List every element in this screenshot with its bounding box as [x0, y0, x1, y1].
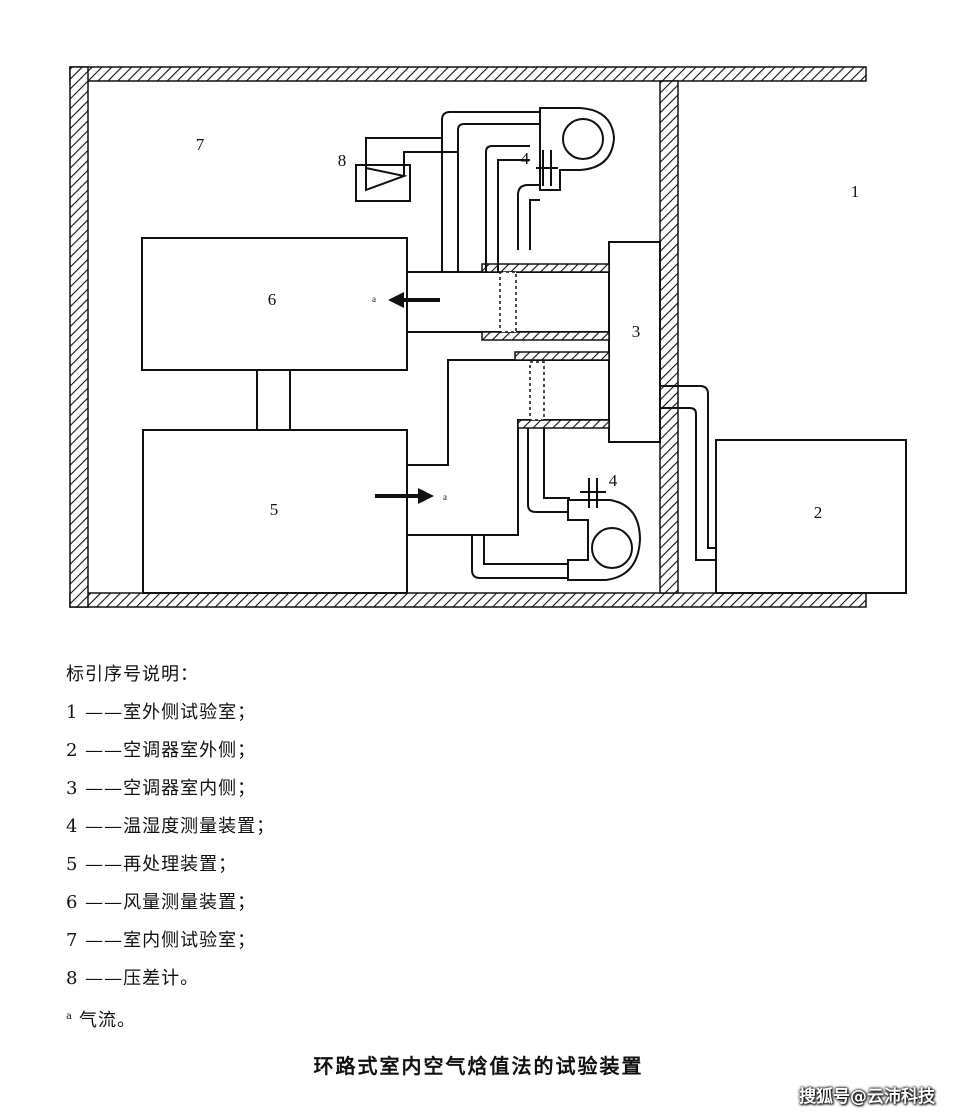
lower-sensor-icon — [580, 478, 606, 508]
legend-item-7: 7 ——室内侧试验室； — [66, 930, 257, 951]
upper-sampling-tubes — [441, 111, 540, 272]
wall-left — [69, 66, 89, 608]
manometer-icon — [355, 137, 458, 202]
label-reconditioning: 5 — [270, 500, 279, 519]
wall-bottom — [69, 592, 867, 608]
wall-top — [69, 66, 867, 82]
label-airflow-measurement: 6 — [268, 290, 277, 309]
lower-fan-icon — [567, 499, 642, 581]
test-apparatus-diagram: 7 1 8 4 6 3 4 5 2 a a — [69, 66, 907, 608]
legend-note-mark: a — [66, 1011, 73, 1022]
reconditioning-box — [142, 429, 408, 594]
label-outdoor-room: 1 — [851, 182, 860, 201]
legend-note-text: 气流。 — [78, 1010, 136, 1031]
airflow-arrow-top — [388, 292, 440, 308]
legend-item-8: 8 ——压差计。 — [66, 968, 200, 989]
upper-duct-insulation-top — [481, 263, 610, 273]
airflow-measurement-box — [141, 237, 408, 371]
lower-duct-insulation-top — [514, 351, 610, 361]
lower-duct-insulation-bottom — [517, 419, 610, 429]
label-ac-indoor: 3 — [632, 322, 641, 341]
lower-sampling-tubes — [471, 428, 570, 579]
label-sensor-bottom: 4 — [609, 471, 618, 490]
upper-sensor-icon — [536, 150, 558, 186]
upper-fan-icon — [539, 107, 616, 191]
airflow-arrow-bottom — [375, 488, 434, 504]
ac-indoor-unit — [608, 241, 661, 443]
legend-item-4: 4 ——温湿度测量装置； — [66, 816, 276, 837]
label-ac-outdoor: 2 — [814, 503, 823, 522]
legend-item-5: 5 ——再处理装置； — [66, 854, 238, 875]
legend-title: 标引序号说明： — [66, 664, 199, 685]
ac-outdoor-unit — [715, 439, 907, 594]
label-manometer: 8 — [338, 151, 347, 170]
label-airflow-mark-bottom: a — [443, 492, 447, 502]
label-sensor-top: 4 — [521, 149, 530, 168]
lower-sampler — [529, 361, 545, 421]
upper-duct-insulation-bottom — [481, 331, 610, 341]
wall-partition — [659, 80, 679, 594]
connecting-duct — [256, 370, 291, 430]
legend-item-1: 1 ——室外侧试验室； — [66, 702, 257, 723]
figure-caption: 环路式室内空气焓值法的试验装置 — [313, 1054, 644, 1078]
chamber-walls — [69, 66, 867, 608]
label-indoor-room: 7 — [196, 135, 205, 154]
upper-sampler — [499, 271, 517, 333]
legend: 标引序号说明： 1 ——室外侧试验室； 2 ——空调器室外侧； 3 ——空调器室… — [66, 656, 275, 1040]
legend-item-3: 3 ——空调器室内侧； — [66, 778, 257, 799]
legend-item-6: 6 ——风量测量装置； — [66, 892, 257, 913]
legend-item-2: 2 ——空调器室外侧； — [66, 740, 257, 761]
refrigerant-pipes — [660, 385, 716, 561]
watermark: 搜狐号@云沛科技 — [799, 1087, 935, 1107]
legend-note: a 气流。 — [66, 998, 275, 1040]
label-airflow-mark-top: a — [372, 294, 376, 304]
